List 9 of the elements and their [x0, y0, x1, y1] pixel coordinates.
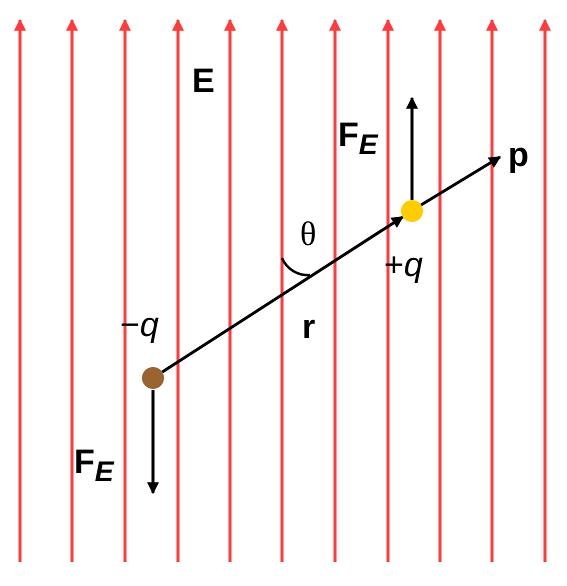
field-label: E: [192, 64, 215, 98]
charge-dot: [401, 200, 423, 222]
dipole-moment-label: p: [508, 138, 529, 172]
edge-label: r: [302, 310, 316, 344]
charge-dot: [142, 367, 164, 389]
angle-label: θ: [300, 218, 316, 252]
force-label: F$_{E}$: [338, 118, 378, 160]
force-label: F$_{E}$: [74, 445, 114, 486]
arrow: [161, 216, 404, 374]
